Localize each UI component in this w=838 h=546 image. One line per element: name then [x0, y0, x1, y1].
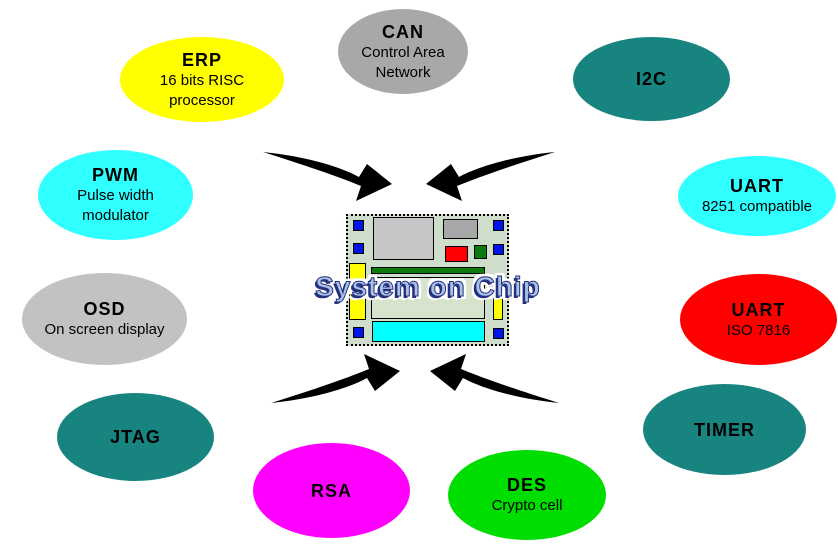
module-erp-description: 16 bits RISC processor	[159, 71, 245, 109]
chip-pad-top-right-2	[493, 244, 504, 255]
module-rsa: RSA	[253, 443, 410, 538]
module-can: CAN Control Area Network	[338, 9, 468, 94]
chip-block-memory-large	[373, 217, 434, 260]
chip-die	[346, 214, 509, 346]
module-osd: OSD On screen display	[22, 273, 187, 365]
chip-block-yellow-left	[349, 263, 366, 320]
chip-core-area	[371, 277, 485, 319]
module-jtag: JTAG	[57, 393, 214, 481]
module-des-title: DES	[506, 475, 547, 495]
chip-pad-top-left-2	[353, 243, 364, 254]
diagram-title: System on Chip	[315, 271, 541, 303]
module-uart-iso7816-title: UART	[731, 299, 786, 320]
chip-block-yellow-right	[493, 296, 503, 320]
module-pwm-description: Pulse width modulator	[77, 187, 154, 224]
module-uart-iso7816-description: ISO 7816	[726, 321, 791, 339]
module-uart-iso7816: UART ISO 7816	[680, 274, 837, 365]
module-i2c-title: I2C	[635, 69, 667, 89]
module-can-title: CAN	[382, 21, 424, 42]
chip-block-green	[474, 245, 487, 259]
module-uart-8251-title: UART	[730, 176, 784, 196]
chip-pad-bottom-right	[493, 328, 504, 339]
chip-pad-bottom-left	[353, 327, 364, 338]
arrow-top-right-icon	[426, 152, 555, 201]
module-can-description: Control Area Network	[361, 43, 445, 81]
module-timer-title: TIMER	[694, 419, 755, 440]
module-uart-8251: UART 8251 compatible	[678, 156, 836, 236]
chip-io-bar	[372, 321, 485, 342]
module-rsa-title: RSA	[310, 480, 352, 501]
module-des: DES Crypto cell	[448, 450, 606, 540]
module-jtag-title: JTAG	[110, 427, 161, 447]
module-pwm: PWM Pulse width modulator	[38, 150, 193, 240]
module-osd-description: On screen display	[44, 321, 165, 338]
chip-bus-bar	[371, 267, 485, 274]
module-des-description: Crypto cell	[491, 497, 563, 514]
arrow-bottom-right-icon	[430, 354, 559, 403]
chip-block-memory-small	[443, 219, 478, 239]
module-erp: ERP 16 bits RISC processor	[120, 37, 284, 122]
module-i2c: I2C	[573, 37, 730, 121]
chip-pad-top-left-1	[353, 220, 364, 231]
module-uart-8251-description: 8251 compatible	[701, 198, 813, 215]
module-timer: TIMER	[643, 384, 806, 475]
arrow-top-left-icon	[263, 152, 392, 201]
module-osd-title: OSD	[83, 299, 126, 319]
chip-pad-top-right-1	[493, 220, 504, 231]
chip-block-red	[445, 246, 468, 262]
arrow-bottom-left-icon	[271, 354, 400, 403]
module-erp-title: ERP	[181, 49, 222, 70]
module-pwm-title: PWM	[92, 165, 139, 185]
